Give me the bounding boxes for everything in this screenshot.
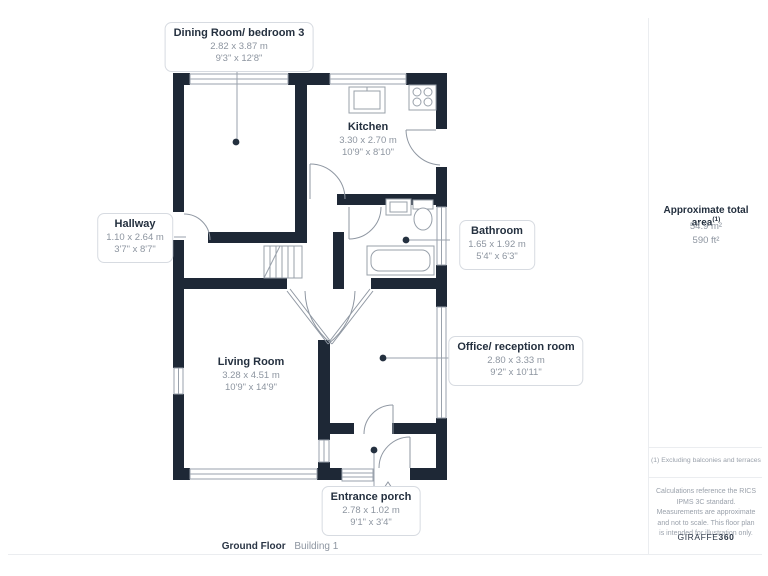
room-label-kitchen: Kitchen 3.30 x 2.70 m 10'9" x 8'10" — [339, 121, 397, 160]
area-footnote: (1) Excluding balconies and terraces — [651, 457, 761, 464]
fixtures-group — [263, 84, 437, 279]
total-area-m2: 54.9 m² — [689, 221, 723, 232]
toilet — [412, 199, 434, 231]
disclaimer-text: Calculations reference the RICS IPMS 3C … — [656, 488, 756, 537]
brand-suffix: 360 — [718, 532, 735, 542]
room-label-hallway: Hallway 1.10 x 2.64 m 3'7" x 8'7" — [97, 213, 173, 263]
sidebar-rule-bottom — [649, 477, 762, 478]
bathtub — [366, 245, 435, 276]
room-imperial: 10'9" x 8'10" — [341, 147, 395, 159]
room-label-porch: Entrance porch 2.78 x 1.02 m 9'1" x 3'4" — [321, 486, 421, 536]
stove-hob — [408, 84, 437, 111]
floor-caption: Ground Floor Building 1 — [222, 541, 339, 552]
room-metric: 2.78 x 1.02 m — [342, 504, 400, 516]
stairs — [263, 245, 303, 279]
room-metric: 1.10 x 2.64 m — [106, 231, 164, 243]
room-name: Dining Room/ bedroom 3 — [173, 27, 305, 39]
total-area-title: Approximate total area(1) — [650, 205, 762, 228]
room-metric: 2.82 x 3.87 m — [210, 40, 268, 52]
room-imperial: 3'7" x 8'7" — [114, 244, 156, 256]
room-metric: 1.65 x 1.92 m — [468, 238, 526, 250]
room-imperial: 10'9" x 14'9" — [224, 382, 278, 394]
room-name: Office/ reception room — [457, 341, 575, 353]
room-label-bathroom: Bathroom 1.65 x 1.92 m 5'4" x 6'3" — [459, 220, 535, 270]
label-dots — [232, 138, 410, 454]
room-name: Entrance porch — [330, 491, 412, 503]
brand-logo: GIRAFFE360 — [650, 532, 762, 542]
room-label-dining: Dining Room/ bedroom 3 2.82 x 3.87 m 9'3… — [164, 22, 314, 72]
room-name: Living Room — [217, 356, 285, 368]
building-name: Building 1 — [294, 541, 339, 552]
brand-name: GIRAFFE — [677, 532, 719, 542]
total-area-ft2: 590 ft² — [692, 235, 720, 246]
room-name: Kitchen — [347, 121, 389, 133]
doors-group — [183, 129, 441, 469]
room-imperial: 5'4" x 6'3" — [476, 251, 518, 263]
room-imperial: 9'1" x 3'4" — [350, 517, 392, 529]
room-name: Hallway — [114, 218, 156, 230]
room-name: Bathroom — [471, 225, 523, 237]
kitchen-sink — [348, 86, 386, 114]
floor-name: Ground Floor — [221, 541, 286, 552]
room-imperial: 9'2" x 10'11" — [490, 367, 542, 379]
page-bottom-rule — [8, 554, 762, 555]
sidebar-rule-top — [649, 447, 762, 448]
total-area-label: Approximate total area — [663, 205, 749, 229]
room-label-living: Living Room 3.28 x 4.51 m 10'9" x 14'9" — [218, 356, 285, 395]
label-connectors — [174, 64, 452, 486]
room-label-office: Office/ reception room 2.80 x 3.33 m 9'2… — [448, 336, 584, 386]
total-area-footnote-ref: (1) — [712, 216, 721, 223]
bathroom-basin — [385, 198, 412, 216]
room-metric: 3.28 x 4.51 m — [222, 369, 280, 381]
room-metric: 2.80 x 3.33 m — [487, 354, 545, 366]
room-imperial: 9'3" x 12'8" — [215, 53, 263, 65]
windows-group — [173, 73, 447, 482]
sidebar-divider — [648, 18, 649, 554]
room-metric: 3.30 x 2.70 m — [339, 134, 397, 146]
